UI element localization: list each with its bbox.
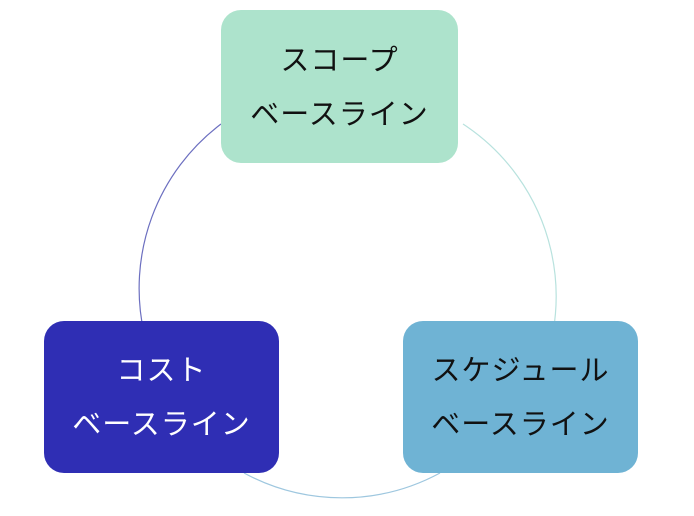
scope-label-line2: ベースライン xyxy=(250,96,429,131)
scope-baseline-node: スコープ ベースライン xyxy=(221,10,458,163)
cost-label-line2: ベースライン xyxy=(72,407,251,441)
cost-baseline-node: コスト ベースライン xyxy=(44,321,279,473)
arc-cost-to-scope xyxy=(138,123,222,334)
scope-label-line1: スコープ xyxy=(280,42,399,77)
schedule-baseline-node: スケジュール ベースライン xyxy=(403,321,638,473)
cost-label-line1: コスト xyxy=(116,353,207,387)
arc-schedule-to-cost xyxy=(243,472,441,499)
schedule-label-line2: ベースライン xyxy=(431,407,610,441)
schedule-label-line1: スケジュール xyxy=(431,353,610,387)
